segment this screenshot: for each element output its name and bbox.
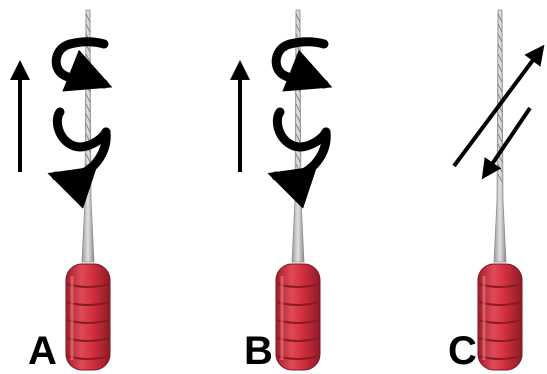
endodontic-file-b bbox=[275, 9, 321, 371]
rotation-arrow-icon bbox=[267, 37, 333, 209]
panel-a: A bbox=[9, 9, 113, 373]
panel-label-c: C bbox=[448, 329, 477, 373]
file-handle-b bbox=[275, 263, 321, 371]
endodontic-file-a bbox=[65, 9, 111, 371]
panel-c: C bbox=[448, 9, 545, 373]
panel-label-b: B bbox=[244, 329, 273, 373]
diagonal-double-arrow-icon bbox=[452, 44, 545, 180]
rotation-arrow-icon bbox=[47, 37, 113, 209]
endodontic-file-c bbox=[477, 9, 523, 371]
file-handle-c bbox=[477, 263, 523, 371]
file-handle-a bbox=[65, 263, 111, 371]
panel-b: B bbox=[230, 9, 333, 373]
panel-label-a: A bbox=[28, 329, 57, 373]
